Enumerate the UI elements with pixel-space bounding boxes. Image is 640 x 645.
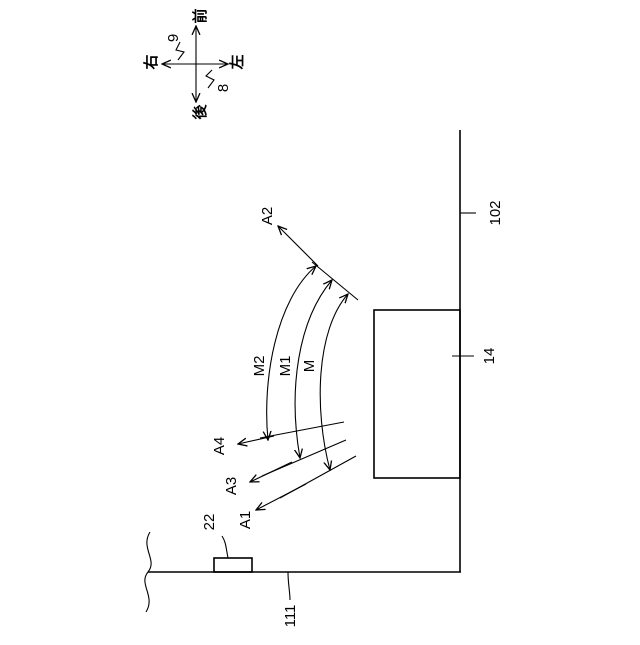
label-a4: A4: [211, 437, 228, 455]
box-14: [374, 310, 460, 478]
leader-9: [176, 42, 184, 60]
tick-line-a4: [260, 422, 344, 438]
compass-left-label: 左: [228, 54, 246, 70]
arrow-a4: [238, 436, 274, 444]
label-a3: A3: [223, 477, 240, 495]
label-m: M: [301, 360, 318, 373]
label-m2: M2: [251, 356, 268, 377]
arrow-a2: [278, 226, 318, 266]
compass-right-label: 右: [142, 54, 160, 69]
arrow-a3: [250, 462, 292, 482]
ref-8-label: 8: [215, 84, 232, 92]
compass-rose: 前 後 左 右 9 8: [142, 8, 246, 120]
leader-22: [222, 536, 228, 558]
ref-111-label: 111: [282, 605, 299, 628]
ref-14-label: 14: [481, 348, 498, 365]
ref-22-label: 22: [201, 514, 218, 531]
ref-9-label: 9: [165, 34, 182, 42]
label-m1: M1: [277, 356, 294, 377]
compass-rear-label: 後: [191, 104, 209, 121]
label-a1: A1: [237, 511, 254, 529]
compass-front-label: 前: [191, 8, 209, 23]
arc-m: [320, 294, 348, 470]
arc-m2: [267, 266, 316, 440]
leader-8: [206, 70, 214, 88]
label-a2: A2: [259, 207, 276, 225]
arrow-a1: [256, 484, 306, 510]
sensor-22: [214, 558, 252, 572]
leader-111: [288, 572, 290, 600]
upper-tick-line: [312, 262, 358, 300]
ref-102-label: 102: [487, 200, 504, 225]
